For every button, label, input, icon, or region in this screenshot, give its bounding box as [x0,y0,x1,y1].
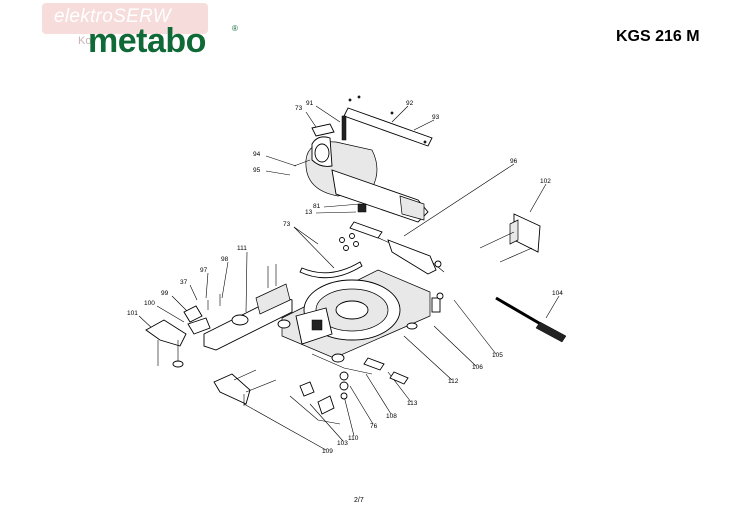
part-number-labels: 91 92 73 93 94 96 95 102 81 13 73 111 98… [127,100,563,455]
part-label: 103 [337,440,348,447]
watermark-banner [42,3,208,34]
part-label: 100 [144,300,155,307]
part-label: 111 [237,245,247,252]
part-label: 98 [221,256,229,263]
model-title: KGS 216 M [616,28,700,45]
part-label: 97 [200,267,208,274]
part-label: 91 [306,100,314,107]
small-parts-group [299,221,444,313]
part-label: 94 [253,151,261,158]
part-label: 110 [348,435,359,442]
part-label: 102 [540,178,551,185]
metabo-logo: metabo [88,22,206,60]
watermark-brand: elektroSERW [54,6,171,27]
part-label: 112 [448,378,459,385]
lower-small-parts [299,357,409,415]
blade-guard-assembly [293,95,433,223]
part-label: 81 [313,203,321,210]
part-label: 96 [510,158,518,165]
part-label: 99 [161,290,169,297]
page-number: 2/7 [354,497,364,504]
part-label: 108 [386,413,397,420]
leader-lines [138,105,560,451]
part-label: 92 [406,100,414,107]
part-label: 95 [253,167,261,174]
right-support-102 [479,213,541,263]
part-label: 113 [407,400,418,407]
part-label: 73 [295,105,303,112]
left-extension-fence [203,264,293,351]
part-label: 37 [180,279,188,286]
part-label: 109 [322,448,333,455]
lower-bracket-109 [213,369,277,406]
registered-mark: ® [232,24,238,33]
part-label: 101 [127,310,138,317]
part-label: 106 [472,364,483,371]
part-label: 104 [552,290,563,297]
rod-104 [495,296,567,343]
part-label: 93 [432,114,440,121]
part-label: 73 [283,221,291,228]
part-label: 76 [370,423,378,430]
part-label: 105 [492,352,503,359]
part-label: 13 [305,209,313,216]
clamp-parts [145,305,211,368]
watermark-sub: Kor [78,35,96,47]
turntable-base [277,269,431,363]
